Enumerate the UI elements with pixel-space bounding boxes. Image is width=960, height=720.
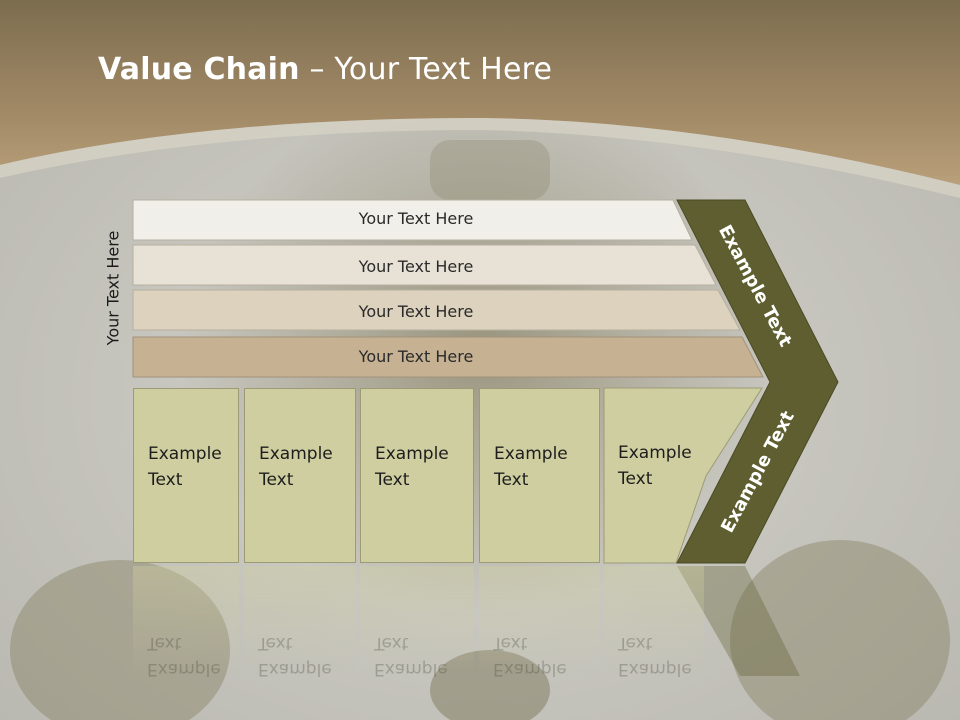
bar-3-label: Your Text Here [358,302,474,321]
box-4-reflection-label: Example Text [493,633,567,679]
bar-1-label: Your Text Here [358,209,474,228]
bar-2-label: Your Text Here [358,257,474,276]
box-4-label: Example Text [494,444,568,490]
box-4: Example Text [479,388,600,563]
side-label-text: Your Text Here [103,230,123,346]
box-1-reflection: Example Text [133,566,239,679]
box-1-reflection-label: Example Text [147,633,221,679]
box-5-shape [603,387,763,564]
title-band [0,0,960,185]
box-2-label: Example Text [259,444,333,490]
bar-4-shape [132,336,764,378]
box-3-reflection: Example Text [360,566,474,679]
box-2-reflection-label: Example Text [258,633,332,679]
box-2-reflection: Example Text [244,566,356,679]
box-2: Example Text [244,388,356,563]
box-1: Example Text [133,388,239,563]
box-3-reflection-label: Example Text [374,633,448,679]
box-5-reflection: Example Text [604,566,704,679]
box-5: Example Text [604,388,714,563]
box-3: Example Text [360,388,474,563]
bar-1-shape [132,199,693,241]
page-title: Value Chain – Your Text Here [98,52,552,87]
bar-2-shape [132,244,717,286]
box-1-label: Example Text [148,444,222,490]
box-3-label: Example Text [375,444,449,490]
bar-3-shape [132,289,741,331]
box-4-reflection: Example Text [479,566,600,679]
box-5-reflection-label: Example Text [618,633,692,679]
title-bold: Value Chain [98,52,300,87]
box-5-label: Example Text [618,443,692,489]
bar-4-label: Your Text Here [358,347,474,366]
title-rest: – Your Text Here [299,52,553,87]
chevron-shape [676,199,839,564]
